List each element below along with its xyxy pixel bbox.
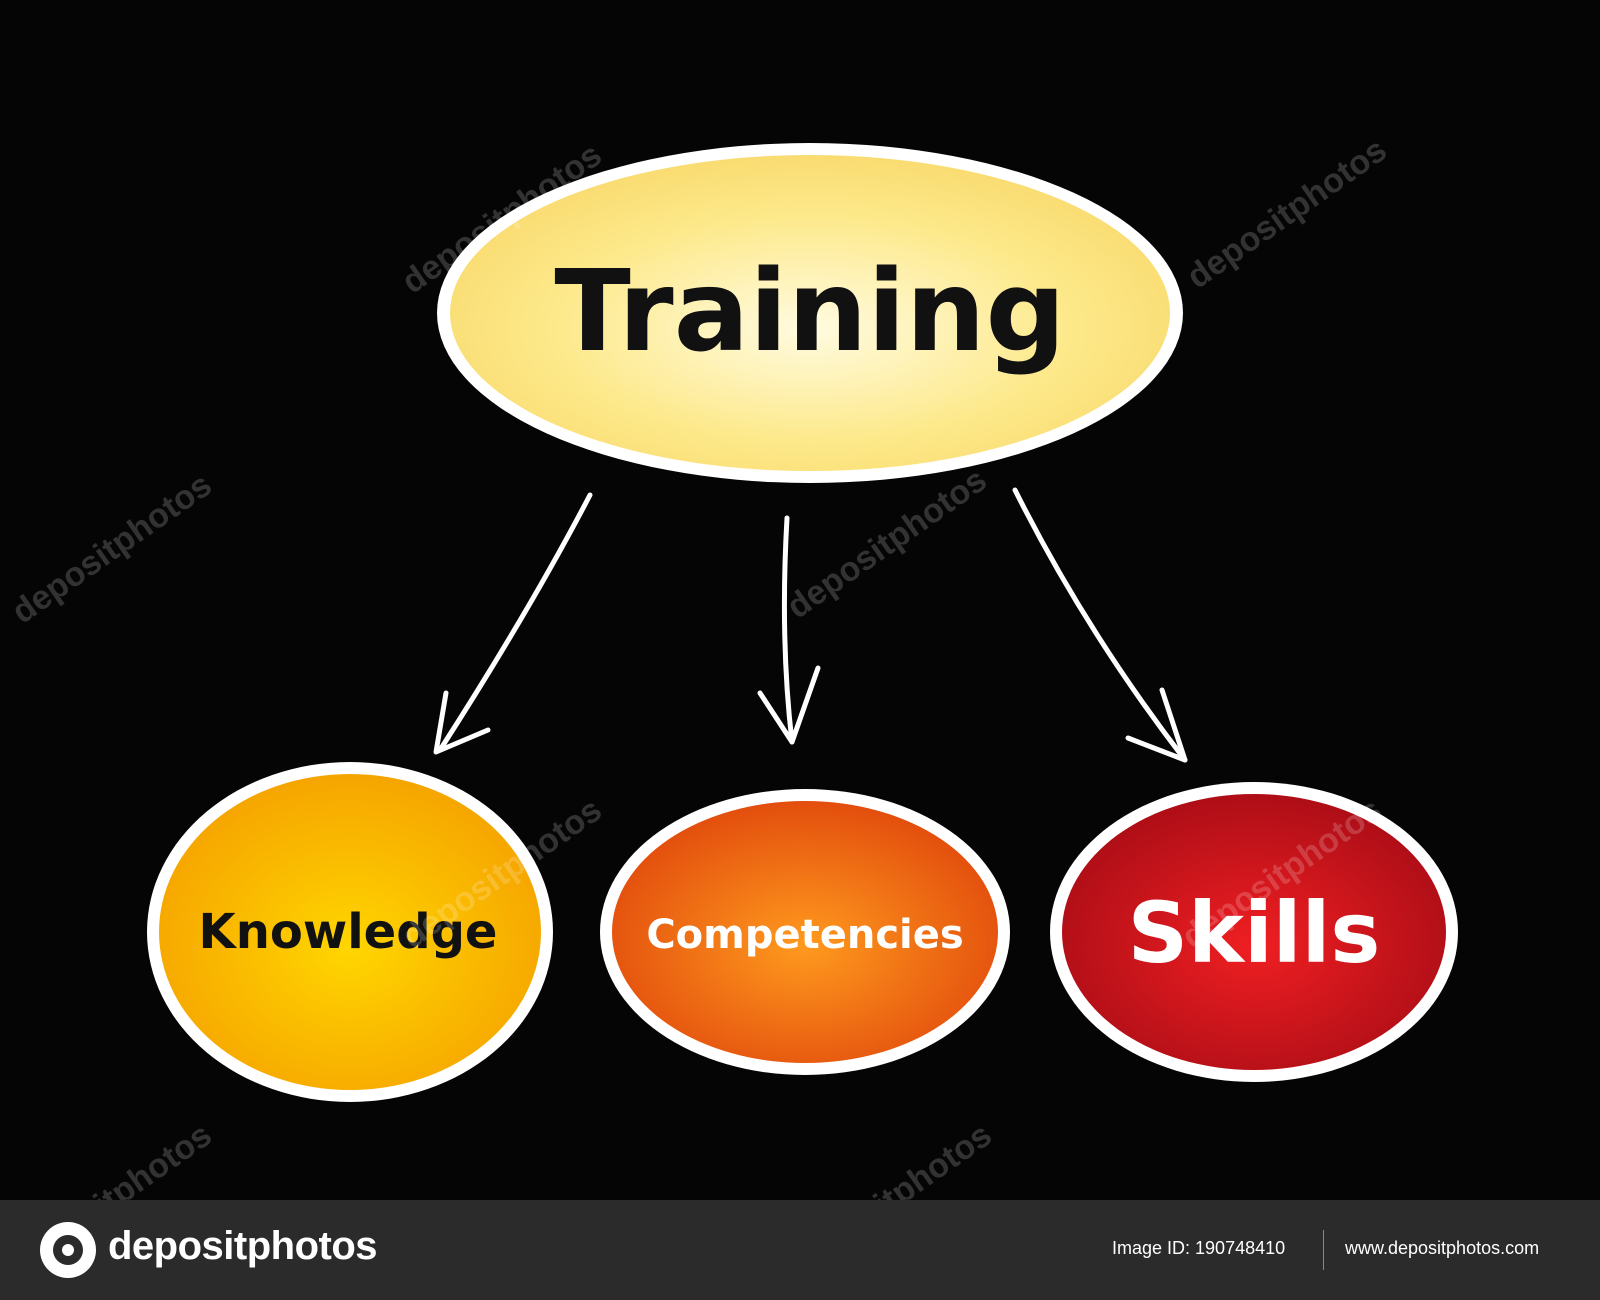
arrow-to-knowledge bbox=[433, 492, 593, 755]
node-competencies: Competencies bbox=[600, 789, 1010, 1075]
footer-url[interactable]: www.depositphotos.com bbox=[1345, 1238, 1540, 1258]
footer-image-id: Image ID: 190748410 bbox=[1112, 1238, 1286, 1258]
footer-bar: depositphotos Image ID: 190748410 www.de… bbox=[0, 1200, 1600, 1300]
mind-map-svg: Training Knowledge Competencies Skills bbox=[147, 143, 1458, 1102]
root-node: Training bbox=[437, 143, 1183, 483]
footer-divider bbox=[1323, 1230, 1324, 1270]
skills-label: Skills bbox=[1128, 884, 1381, 982]
arrow-to-competencies bbox=[757, 515, 821, 745]
node-knowledge: Knowledge bbox=[147, 762, 553, 1102]
knowledge-label: Knowledge bbox=[199, 904, 498, 960]
depositphotos-logo-icon bbox=[40, 1222, 96, 1278]
root-label: Training bbox=[554, 247, 1065, 377]
arrow-to-skills bbox=[1012, 487, 1188, 763]
footer-brand: depositphotos bbox=[108, 1224, 378, 1268]
competencies-label: Competencies bbox=[646, 912, 963, 958]
diagram-canvas: Training Knowledge Competencies Skills d… bbox=[5, 130, 1458, 1282]
node-skills: Skills bbox=[1050, 782, 1458, 1082]
